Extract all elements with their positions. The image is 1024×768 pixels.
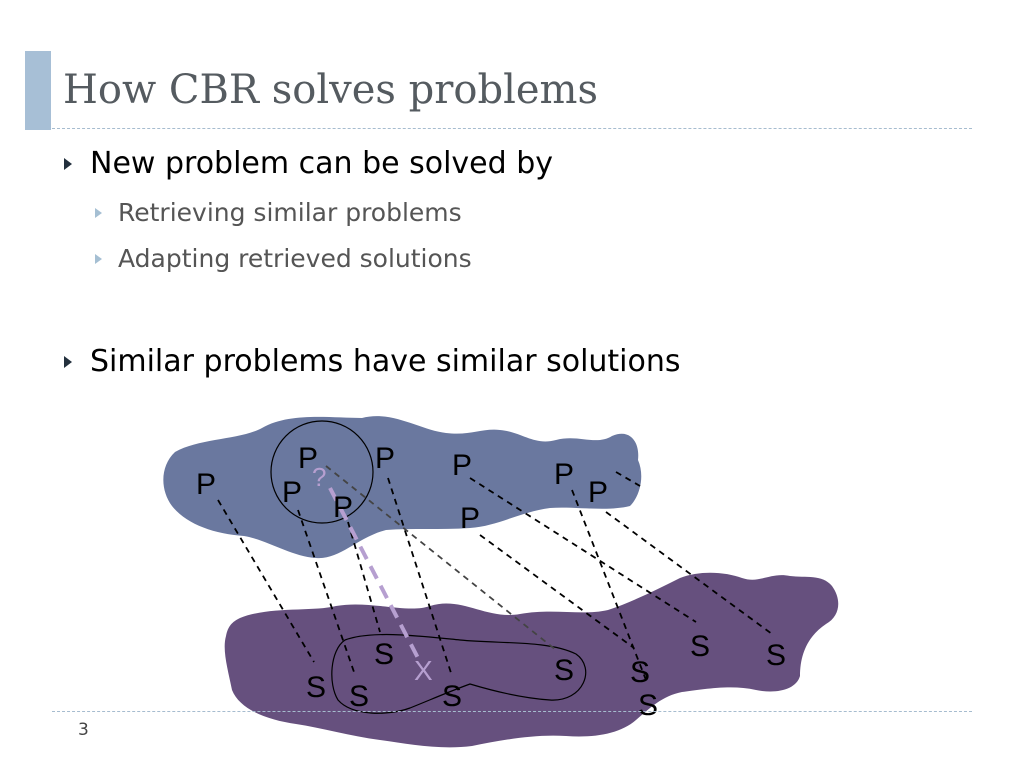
retrieved-solutions-outline [331,633,587,714]
problem-label: P [375,442,395,475]
problem-label: P [282,476,302,509]
sub-bullet-2: Adapting retrieved solutions [95,244,472,273]
solution-label: S [349,680,369,713]
sub-bullet-2-text: Adapting retrieved solutions [118,244,472,273]
adapted-solution-label: X [414,655,433,686]
sub-bullet-arrow-icon [95,253,102,264]
title-divider [52,128,972,129]
problem-label: P [298,442,318,475]
bullet-1-text: New problem can be solved by [90,146,554,181]
solution-label: S [638,689,658,722]
solution-label: S [374,638,394,671]
bullet-2: Similar problems have similar solutions [64,344,681,379]
footer-divider [52,711,972,712]
solution-label: S [442,680,462,713]
problem-space [163,416,642,559]
query-label: ? [312,462,326,492]
solution-label: S [554,654,574,687]
problem-label: P [554,458,574,491]
problem-label: P [452,449,472,482]
bullet-arrow-icon [64,157,72,170]
title-accent-bar [25,51,51,130]
problem-labels: P P P P P P P P P [196,442,608,535]
page-number: 3 [78,720,89,740]
bullet-arrow-icon [64,355,72,368]
problem-label: P [196,468,216,501]
slide-title: How CBR solves problems [63,67,598,113]
sub-bullet-1-text: Retrieving similar problems [118,198,462,227]
retrieval-circle [270,420,374,524]
solution-label: S [630,656,650,689]
solution-space [224,572,839,748]
mapping-lines [217,471,773,681]
problem-label: P [588,476,608,509]
sub-bullet-1: Retrieving similar problems [95,198,462,227]
query-adaptation-line [328,487,420,659]
problem-label: P [333,491,353,524]
mapping-line-gray [325,465,557,651]
solution-labels: S S S S S S S S S [306,630,786,722]
solution-label: S [766,639,786,672]
sub-bullet-arrow-icon [95,207,102,218]
solution-label: S [690,630,710,663]
bullet-2-text: Similar problems have similar solutions [90,344,681,379]
bullet-1: New problem can be solved by [64,146,553,181]
problem-label: P [460,502,480,535]
solution-label: S [306,671,326,704]
